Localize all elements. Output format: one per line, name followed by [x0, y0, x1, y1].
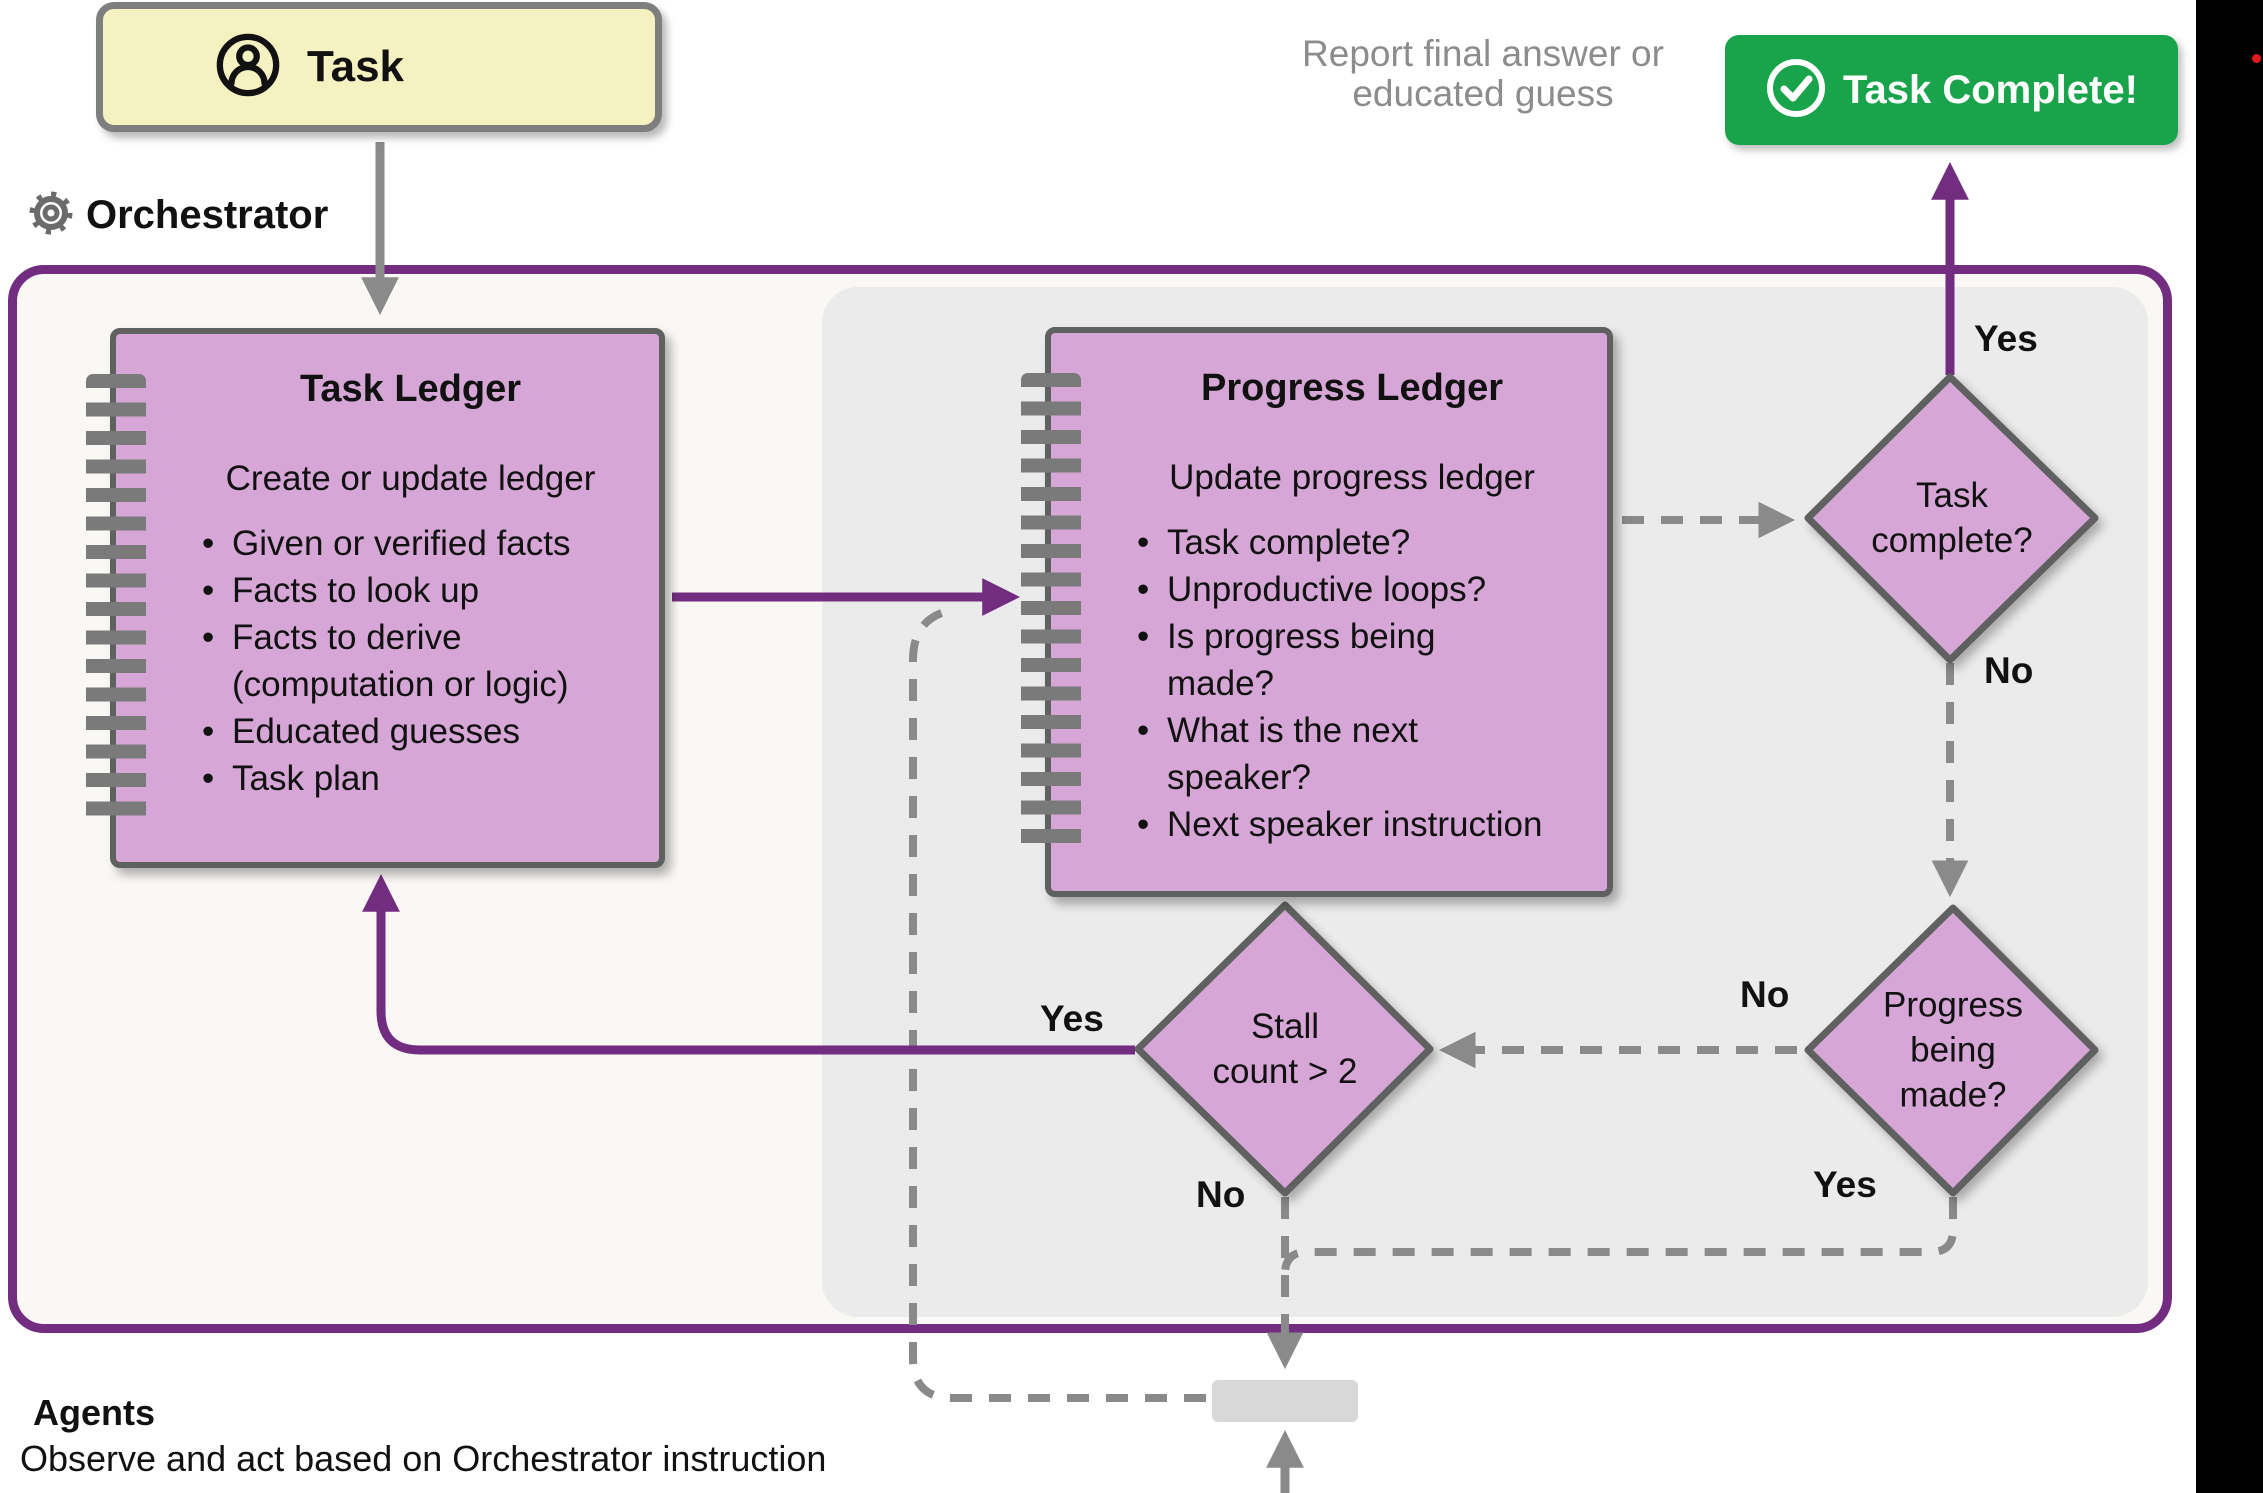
agents-title: Agents: [33, 1392, 156, 1433]
branch-label-no-task-complete: No: [1984, 650, 2034, 691]
diamond-task-complete-label: Task complete?: [1871, 476, 2033, 560]
agents-subtitle: Observe and act based on Orchestrator in…: [20, 1438, 827, 1479]
list-item: Given or verified facts: [202, 520, 641, 567]
list-item: Is progress being made?: [1137, 613, 1517, 707]
orchestrator-label-row: Orchestrator: [26, 188, 328, 243]
task-node-label: Task: [307, 42, 405, 91]
progress-ledger-subtitle: Update progress ledger: [1169, 458, 1535, 497]
check-circle-icon: [1765, 57, 1827, 124]
progress-ledger-list: Task complete? Unproductive loops? Is pr…: [1115, 519, 1589, 848]
orchestrator-label: Orchestrator: [86, 193, 329, 237]
list-item: Next speaker instruction: [1137, 801, 1589, 848]
list-item: Task complete?: [1137, 519, 1589, 566]
spiral-binding-icon: [1021, 373, 1081, 855]
list-item: Unproductive loops?: [1137, 566, 1589, 613]
report-line2: educated guess: [1352, 73, 1614, 114]
list-item: Facts to look up: [202, 567, 641, 614]
task-ledger-list: Given or verified facts Facts to look up…: [180, 520, 641, 802]
list-item: Facts to derive (computation or logic): [202, 614, 641, 708]
list-item: Task plan: [202, 755, 641, 802]
branch-label-no-stall: No: [1196, 1174, 1246, 1215]
branch-label-yes-progress: Yes: [1813, 1164, 1877, 1205]
list-item: Educated guesses: [202, 708, 641, 755]
diamond-stall-label: Stall count > 2: [1212, 1007, 1358, 1091]
report-line1: Report final answer or: [1302, 33, 1664, 74]
task-complete-badge: Task Complete!: [1725, 35, 2178, 145]
spiral-binding-icon: [86, 374, 146, 826]
task-ledger-title: Task Ledger: [299, 368, 522, 410]
branch-label-no-progress: No: [1740, 974, 1790, 1015]
diamond-progress-label: Progress being made?: [1882, 985, 2024, 1115]
task-node: Task: [96, 2, 662, 132]
task-ledger-subtitle: Create or update ledger: [225, 459, 596, 498]
list-item: What is the next speaker?: [1137, 707, 1517, 801]
task-ledger-node: Task Ledger Create or update ledger Give…: [86, 328, 665, 868]
branch-label-yes-task-complete: Yes: [1974, 318, 2038, 359]
branch-label-yes-stall: Yes: [1040, 998, 1104, 1039]
gear-icon: [26, 188, 76, 243]
progress-ledger-node: Progress Ledger Update progress ledger T…: [1021, 327, 1613, 897]
task-complete-label: Task Complete!: [1843, 67, 2138, 112]
user-icon: [215, 32, 281, 103]
screen-edge-black-bar: [2196, 0, 2263, 1493]
agents-bar: [1212, 1380, 1358, 1422]
recording-indicator-dot: [2252, 54, 2261, 63]
report-final-answer-text: Report final answer or educated guess: [1250, 34, 1716, 114]
progress-ledger-title: Progress Ledger: [1201, 367, 1503, 409]
